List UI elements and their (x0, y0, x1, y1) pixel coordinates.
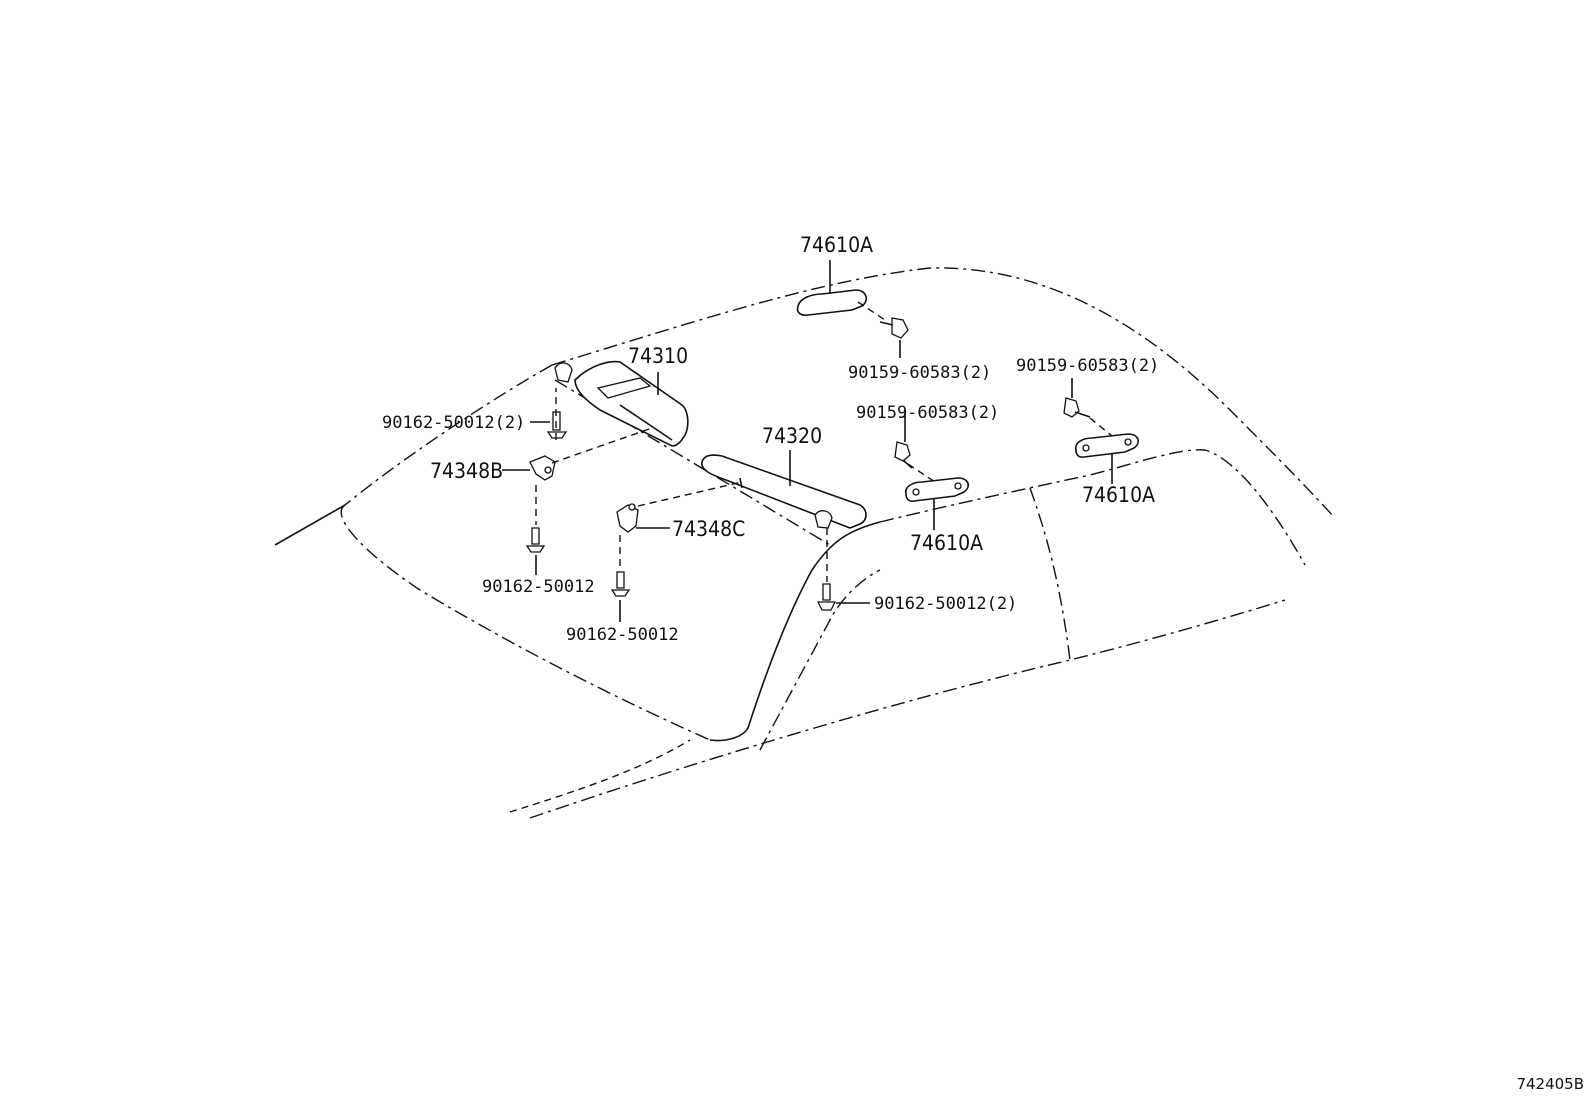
assembly-lines (535, 301, 1113, 582)
assist-grip-right (1074, 433, 1140, 458)
visor-holder-left (529, 455, 556, 481)
label-screw-holder-right: 90162-50012 (566, 625, 679, 645)
assist-grip-mid (904, 477, 970, 502)
label-screw-holder-left: 90162-50012 (482, 577, 595, 597)
screw-holder-left (525, 527, 546, 553)
label-assist-grip-top: 74610A (800, 233, 873, 257)
label-screw-visor-left: 90162-50012(2) (382, 413, 525, 433)
car-body-outline (274, 267, 1336, 819)
screw-holder-right (610, 571, 631, 597)
label-screw-visor-right: 90162-50012(2) (874, 594, 1017, 614)
bolt-mid (894, 441, 913, 469)
visor-holder-right (616, 503, 639, 533)
label-holder-left: 74348B (430, 459, 503, 483)
bolt-top (879, 317, 909, 339)
part-labels: 74610A 74310 74320 74348B 74348C 74610A … (382, 233, 1159, 645)
diagram-reference-code: 742405B (1516, 1075, 1584, 1093)
label-bolt-mid: 90159-60583(2) (856, 403, 999, 423)
assist-grip-top (796, 289, 868, 316)
label-bolt-right: 90159-60583(2) (1016, 356, 1159, 376)
sun-visor-right (701, 454, 867, 529)
bolt-right (1063, 397, 1091, 418)
screw-visor-left (546, 411, 568, 439)
label-visor-right: 74320 (762, 424, 822, 448)
label-bolt-top: 90159-60583(2) (848, 363, 991, 383)
label-visor-left: 74310 (628, 344, 688, 368)
label-assist-grip-right: 74610A (1082, 483, 1155, 507)
leader-lines (502, 260, 1113, 622)
visor-clip-left (554, 362, 573, 383)
screw-visor-right (816, 583, 837, 611)
visor-clip-right (814, 510, 833, 529)
sun-visor-left (574, 360, 689, 447)
label-assist-grip-mid: 74610A (910, 531, 983, 555)
label-holder-right: 74348C (672, 517, 745, 541)
